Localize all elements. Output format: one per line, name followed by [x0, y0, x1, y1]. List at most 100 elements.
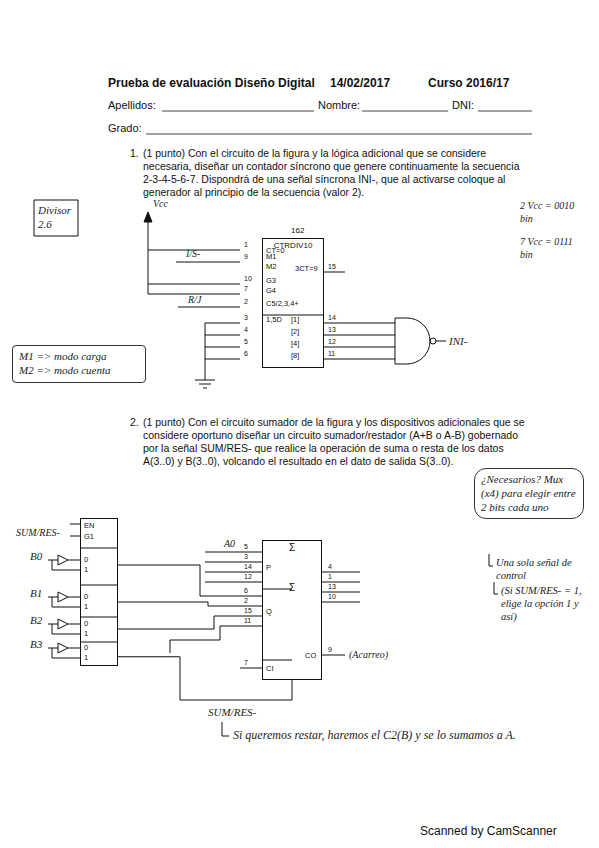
pin-name: G3: [266, 277, 276, 285]
field-label: Grado:: [108, 122, 142, 136]
watermark: Scanned by CamScanner: [420, 824, 557, 839]
pin-number: 2: [244, 298, 248, 305]
pin-number: 7: [244, 659, 248, 666]
handwritten-note: Divisor 2.6: [38, 204, 76, 232]
pin-number: 12: [328, 338, 336, 345]
pin-name: 0: [84, 644, 88, 652]
note-frame: [34, 200, 78, 236]
signal-label: A0: [224, 538, 235, 551]
data-input-wire: [205, 323, 240, 380]
pin-name: CO: [305, 652, 316, 660]
pin-name: 0: [84, 620, 88, 628]
question-text: (1 punto) Con el circuito sumador de la …: [143, 416, 527, 469]
question-text: (1 punto) Con el circuito de la figura y…: [143, 147, 527, 200]
mux-output-wire: [118, 565, 240, 653]
pin-name: [8]: [291, 352, 299, 360]
form-underline: [146, 111, 532, 134]
pin-number: 11: [244, 617, 251, 624]
pin-number: 14: [244, 563, 252, 570]
pin-number: 13: [328, 583, 336, 590]
multiplexer-chip: EN G1 0 1 0 1 0 1 0 1: [80, 518, 118, 666]
pin-name: [2]: [291, 328, 299, 336]
pin-number: 14: [328, 314, 336, 321]
pin-name: 0: [84, 556, 88, 564]
pin-number: 15: [244, 607, 252, 614]
field-label: Apellidos:: [108, 99, 156, 113]
question-number: 1.: [130, 147, 139, 160]
signal-label: B0: [30, 550, 42, 564]
exam-date: 14/02/2017: [330, 76, 390, 91]
pin-number: 3: [244, 553, 248, 560]
pin-name: 3CT=9: [295, 265, 318, 273]
handwritten-note: (Acarreo): [349, 649, 388, 662]
enable-wire: [70, 524, 80, 536]
pin-number: 1: [244, 241, 248, 248]
pin-number: 10: [244, 275, 252, 282]
nand-output-wire: [436, 341, 446, 342]
pin-name: 1: [84, 654, 88, 662]
signal-label: I/S-: [186, 248, 200, 261]
pin-number: 3: [244, 314, 248, 321]
pin-number: 10: [328, 593, 336, 600]
pin-name: 1: [84, 566, 88, 574]
mux-divider: [80, 548, 118, 642]
supply-arrow: [144, 212, 152, 222]
pin-number: 6: [244, 350, 248, 357]
note-text: M1 => modo carga: [19, 350, 139, 364]
pin-name: 1: [84, 630, 88, 638]
question-number: 2.: [130, 416, 139, 429]
b-input-wire: [48, 560, 80, 658]
signal-label: R/J: [188, 294, 201, 307]
handwritten-note: 7 Vcc = 0111 bin: [520, 236, 584, 261]
adder-output-wire: [322, 572, 360, 655]
pin-name: 1,5D: [266, 316, 282, 324]
handwritten-note-box: M1 => modo cargaM2 => modo cuenta: [12, 345, 146, 383]
course: Curso 2016/17: [428, 76, 509, 91]
handwritten-note: (Si SUM/RES- = 1, elige la opción 1 y as…: [501, 584, 593, 623]
pin-number: 13: [328, 326, 336, 333]
note-text: ¿Necesarios? Mux (x4) para elegir entre …: [481, 473, 577, 514]
pin-name: M2: [266, 263, 276, 271]
pin-name: EN: [84, 522, 94, 530]
counter-output-wire: [324, 272, 395, 359]
pin-number: 12: [244, 573, 252, 580]
pin-name: [1]: [291, 316, 299, 324]
pin-number: 11: [328, 350, 335, 357]
exam-title: Prueba de evaluación Diseño Digital: [108, 76, 315, 91]
ground-symbol: [195, 380, 215, 388]
pin-name: 0: [84, 593, 88, 601]
pin-name: P: [266, 564, 271, 572]
signal-label: B1: [30, 587, 42, 601]
handwritten-note: Una sola señal de control: [496, 556, 584, 582]
pin-name: Q: [266, 608, 272, 616]
pin-name: C5/2,3,4+: [266, 300, 299, 308]
signal-wire: [176, 262, 240, 307]
pin-number: 4: [244, 326, 248, 333]
handwritten-note: 2 Vcc = 0010 bin: [520, 200, 584, 225]
buffer-symbol: [58, 555, 68, 653]
pin-number: 2: [244, 597, 248, 604]
pin-name: Σ: [289, 582, 295, 594]
pin-number: 9: [244, 253, 248, 260]
pin-name: G1: [84, 533, 94, 541]
handwritten-note-box: ¿Necesarios? Mux (x4) para elegir entre …: [474, 468, 584, 519]
pin-name: G4: [266, 287, 276, 295]
pin-name: 1: [84, 603, 88, 611]
pin-number: 4: [328, 563, 332, 570]
pin-number: 5: [244, 338, 248, 345]
pin-name: 162: [291, 226, 304, 236]
pin-name: [4]: [291, 340, 299, 348]
signal-label: INI-: [449, 335, 467, 349]
adder-chip: ΣPQΣCICO: [262, 540, 322, 680]
counter-chip: 162CTRDIV10CT=0M1M2G3G4C5/2,3,4+1,5D[1][…: [262, 238, 324, 368]
note-hook: [222, 554, 498, 736]
pin-number: 7: [244, 285, 248, 292]
signal-label: B3: [30, 638, 42, 652]
supply-label: Vcc: [153, 198, 168, 211]
signal-label: SUM/RES-: [208, 706, 256, 720]
pin-number: 15: [328, 263, 336, 270]
field-label: Nombre:: [318, 99, 360, 113]
handwritten-note: Si queremos restar, haremos el C2(B) y s…: [233, 728, 533, 743]
pin-name: CI: [266, 665, 274, 673]
a-input-wire: [205, 552, 240, 582]
